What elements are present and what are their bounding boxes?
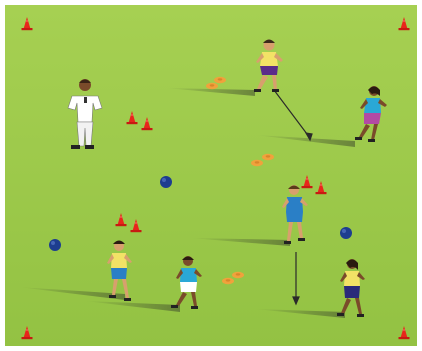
ball [49, 239, 61, 251]
ball [160, 176, 172, 188]
ball [340, 227, 352, 239]
